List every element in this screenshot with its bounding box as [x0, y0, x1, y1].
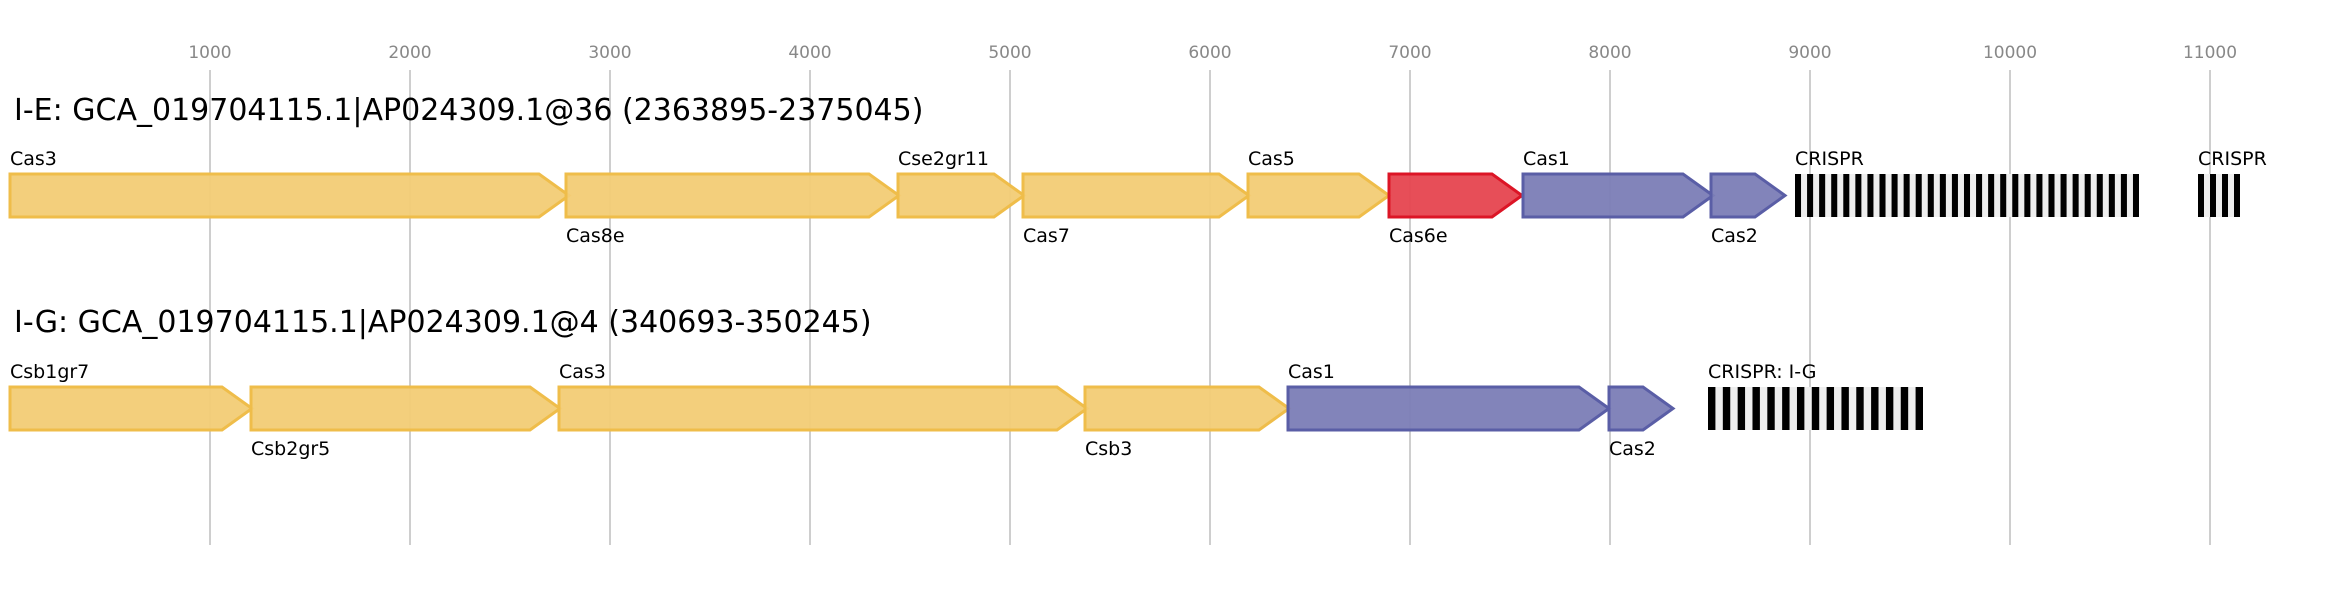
gene-label: Cas7 — [1023, 225, 1070, 247]
crispr-repeat — [1988, 174, 1995, 217]
crispr-repeat — [1891, 174, 1898, 217]
crispr-repeat — [2234, 174, 2240, 217]
crispr-repeat — [2084, 174, 2091, 217]
axis-tick-label: 5000 — [988, 43, 1031, 63]
crispr-repeat — [1796, 387, 1805, 430]
gene-label: Cas2 — [1609, 438, 1656, 460]
gene-arrow-csb1gr7 — [8, 385, 255, 432]
gene-label: Cas3 — [559, 361, 606, 383]
crispr-repeat — [2198, 174, 2204, 217]
track-title: I-E: GCA_019704115.1|AP024309.1@36 (2363… — [14, 93, 923, 128]
gene-label: Csb1gr7 — [10, 361, 89, 383]
axis-tick-label: 8000 — [1588, 43, 1631, 63]
gene-label: Csb2gr5 — [251, 438, 330, 460]
crispr-repeat — [1856, 387, 1864, 430]
axis-tick-label: 1000 — [188, 43, 231, 63]
crispr-repeat — [1737, 387, 1746, 430]
crispr-repeat — [1782, 387, 1790, 430]
gene-label: Cas2 — [1711, 225, 1758, 247]
crispr-repeat — [1879, 174, 1886, 217]
crispr-repeat — [1841, 387, 1849, 430]
crispr-repeat — [2108, 174, 2115, 217]
gene-arrow-cas6e — [1387, 172, 1525, 219]
gene-arrow-cas1 — [1521, 172, 1716, 219]
axis-tick-label: 11000 — [2183, 43, 2237, 63]
crispr-repeat — [2132, 174, 2139, 217]
gene-arrow-cas2 — [1709, 172, 1788, 219]
crispr-repeat — [1831, 174, 1838, 217]
gene-arrow-cas7 — [1021, 172, 1252, 219]
crispr-repeat — [2036, 174, 2043, 217]
gene-arrow-cas8e — [564, 172, 902, 219]
crispr-repeat — [1855, 174, 1862, 217]
crispr-repeat — [2060, 174, 2067, 217]
gene-arrow-cas1 — [1286, 385, 1612, 432]
crispr-repeat — [1819, 174, 1826, 217]
gene-arrow-cse2gr11 — [896, 172, 1027, 219]
crispr-array — [2198, 174, 2240, 217]
axis-tick-label: 2000 — [388, 43, 431, 63]
crispr-repeat — [1807, 174, 1814, 217]
crispr-repeat — [2000, 174, 2007, 217]
axis-tick-label: 3000 — [588, 43, 631, 63]
crispr-repeat — [1867, 174, 1874, 217]
crispr-repeat — [1915, 387, 1923, 430]
gene-label: Cas5 — [1248, 148, 1295, 170]
crispr-repeat — [1927, 174, 1934, 217]
crispr-label: CRISPR — [2198, 148, 2267, 170]
gene-label: Csb3 — [1085, 438, 1132, 460]
gene-arrow-csb2gr5 — [249, 385, 563, 432]
crispr-repeat — [1900, 387, 1909, 430]
gene-arrow-csb3 — [1083, 385, 1292, 432]
crispr-repeat — [1767, 387, 1775, 430]
gene-label: Cas1 — [1288, 361, 1335, 383]
crispr-repeat — [2096, 174, 2103, 217]
crispr-repeat — [1963, 174, 1971, 217]
gene-label: Cse2gr11 — [898, 148, 989, 170]
gene-label: Cas6e — [1389, 225, 1448, 247]
axis-tick-label: 7000 — [1388, 43, 1431, 63]
crispr-repeat — [1795, 174, 1802, 217]
crispr-repeat — [1915, 174, 1922, 217]
axis-tick-label: 6000 — [1188, 43, 1231, 63]
crispr-repeat — [1976, 174, 1983, 217]
crispr-repeat — [1885, 387, 1894, 430]
crispr-repeat — [1939, 174, 1946, 217]
crispr-repeat — [2024, 174, 2031, 217]
crispr-repeat — [1722, 387, 1731, 430]
crispr-repeat — [2120, 174, 2127, 217]
crispr-repeat — [2222, 174, 2228, 217]
crispr-repeat — [1843, 174, 1850, 217]
crispr-repeat — [1826, 387, 1835, 430]
gene-arrow-cas5 — [1246, 172, 1392, 219]
axis-tick-label: 10000 — [1983, 43, 2037, 63]
crispr-repeat — [1903, 174, 1910, 217]
track-title: I-G: GCA_019704115.1|AP024309.1@4 (34069… — [14, 305, 872, 340]
crispr-repeat — [2210, 174, 2216, 217]
axis-tick-label: 4000 — [788, 43, 831, 63]
axis-tick-label: 9000 — [1788, 43, 1831, 63]
crispr-repeat — [2012, 174, 2019, 217]
gene-arrow-cas3 — [8, 172, 572, 219]
gene-label: Cas1 — [1523, 148, 1570, 170]
crispr-repeat — [1951, 174, 1958, 217]
gene-arrow-cas2 — [1607, 385, 1676, 432]
crispr-repeat — [1871, 387, 1879, 430]
crispr-label: CRISPR: I-G — [1708, 361, 1817, 383]
crispr-repeat — [1708, 387, 1716, 430]
crispr-repeat — [2048, 174, 2055, 217]
crispr-repeat — [1811, 387, 1820, 430]
gene-arrow-cas3 — [557, 385, 1090, 432]
gene-label: Cas3 — [10, 148, 57, 170]
crispr-repeat — [2072, 174, 2079, 217]
gene-label: Cas8e — [566, 225, 625, 247]
crispr-repeat — [1752, 387, 1760, 430]
crispr-label: CRISPR — [1795, 148, 1864, 170]
